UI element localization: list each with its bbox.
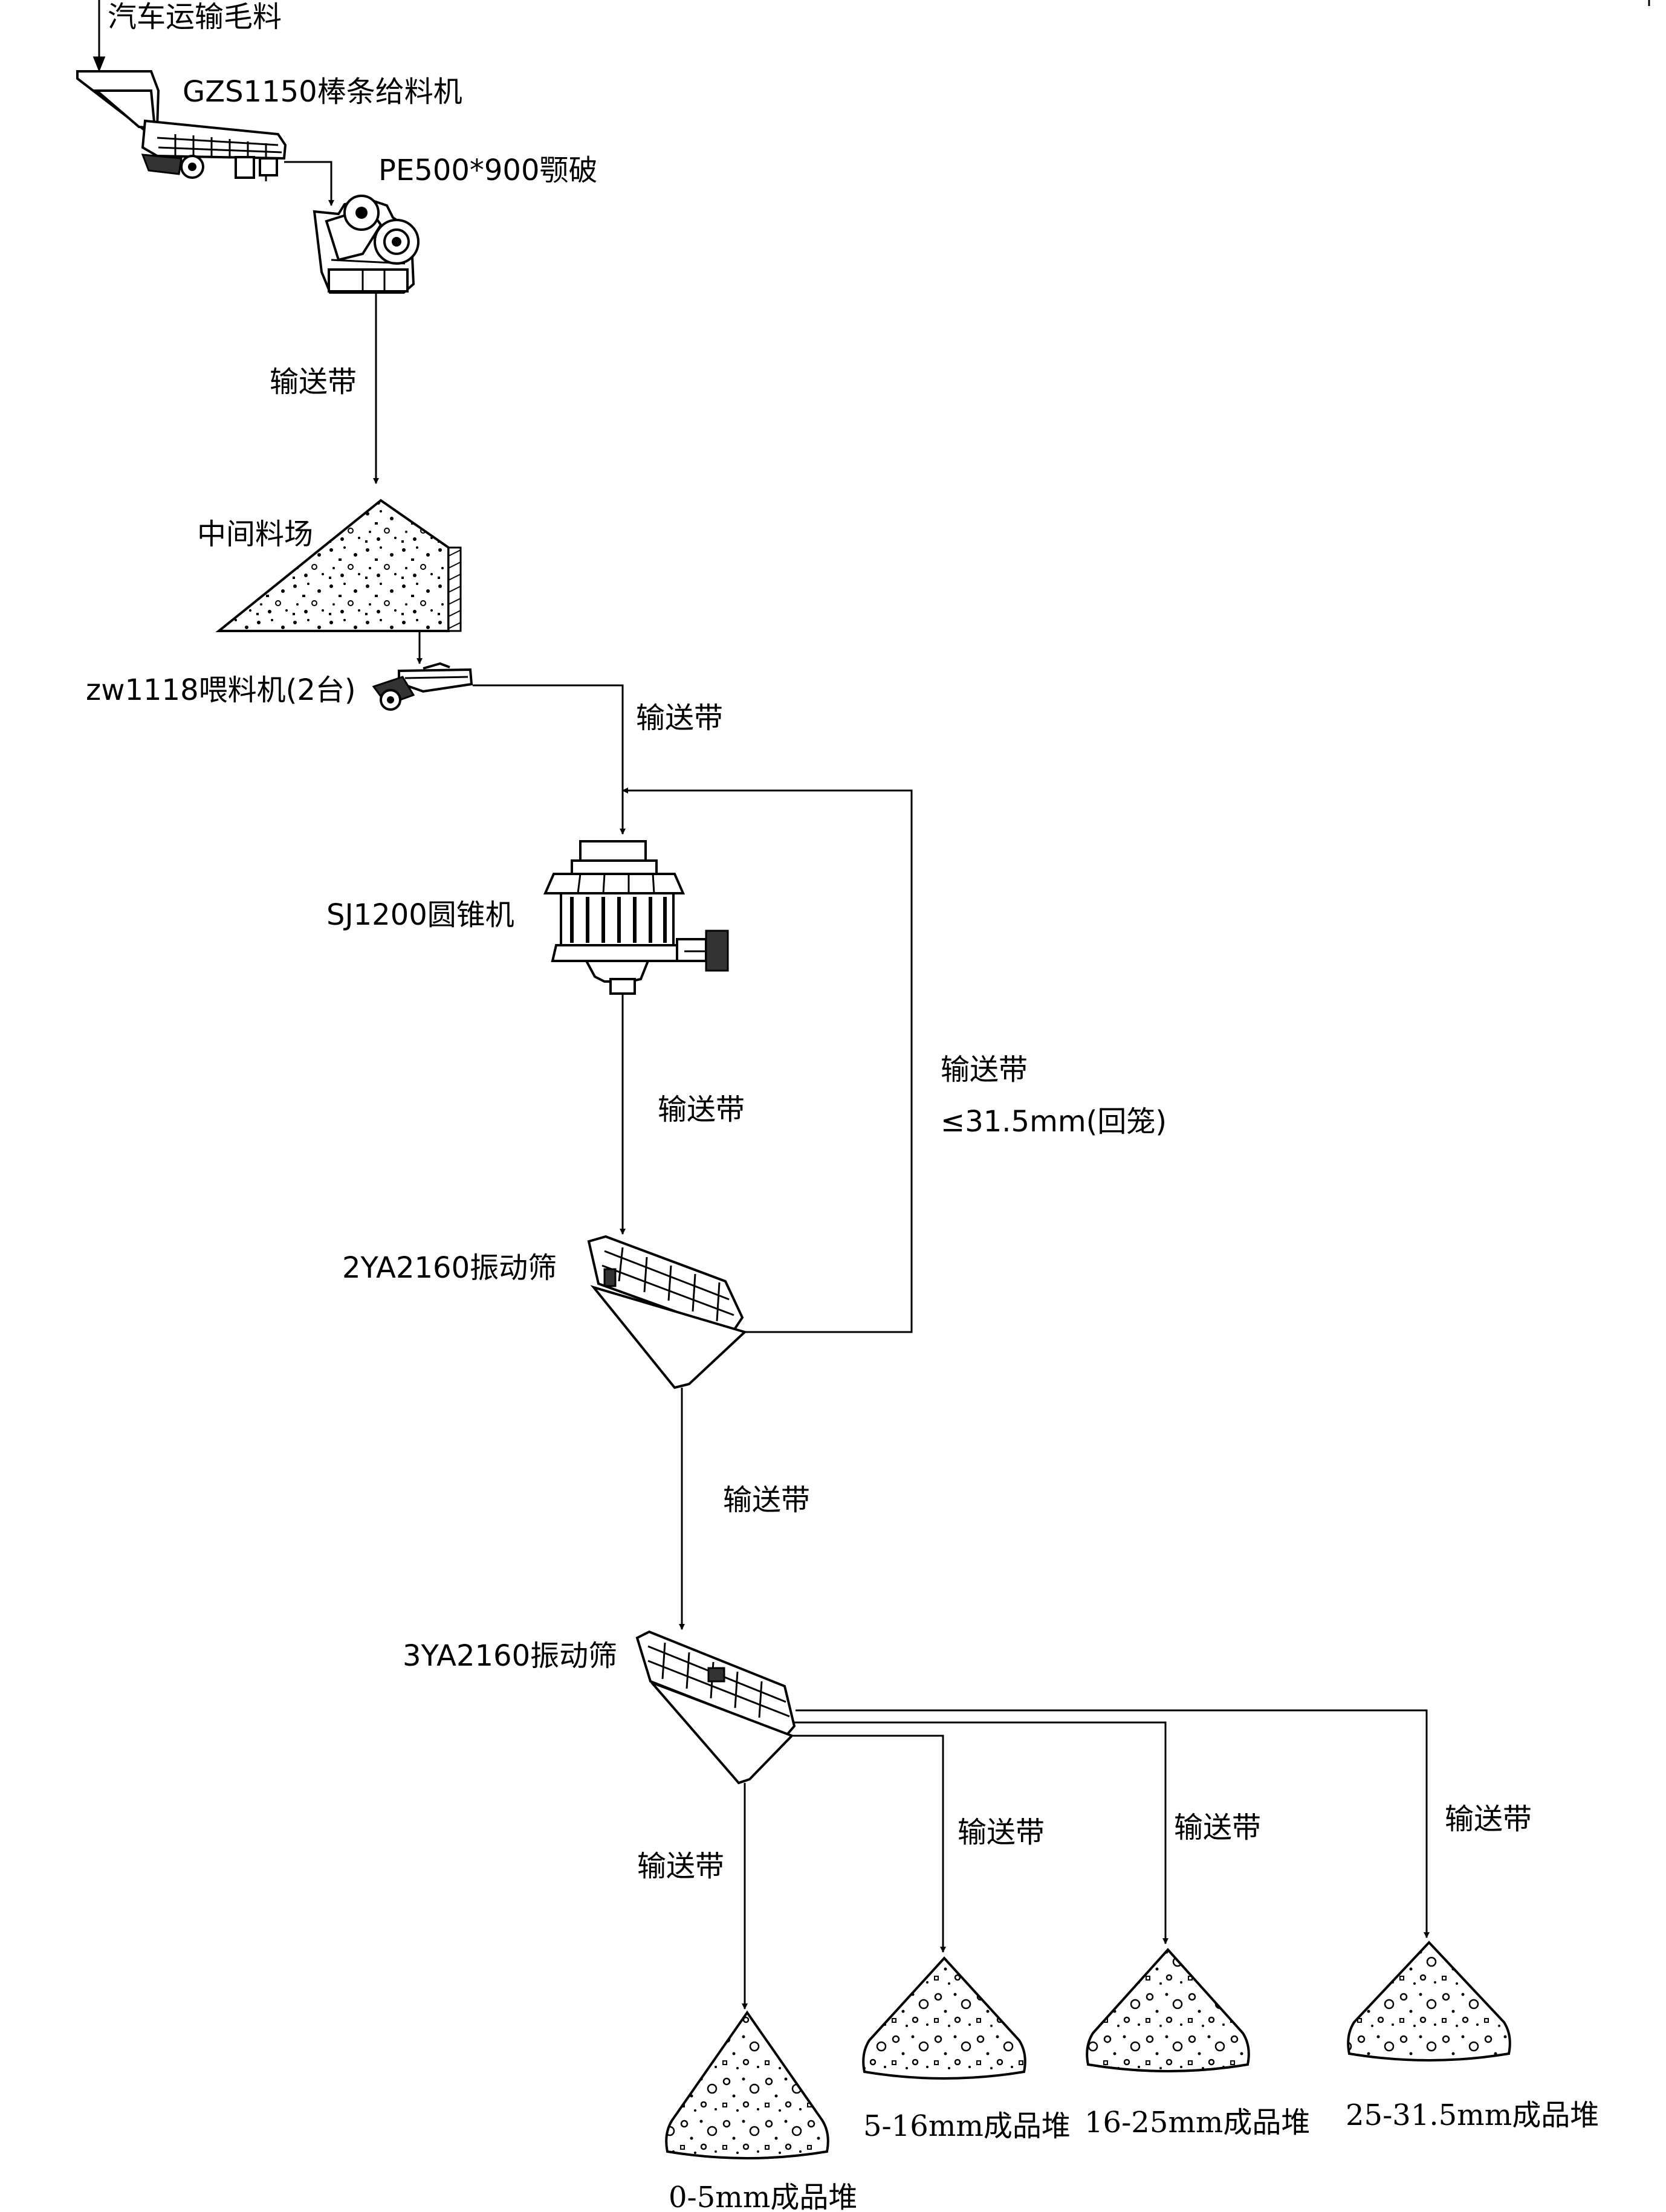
- bar-feeder: GZS1150棒条给料机: [76, 70, 462, 181]
- conveyor-a-label: 输送带: [637, 1849, 724, 1883]
- screen-2ya-label: 2YA2160振动筛: [342, 1251, 557, 1285]
- screen-3ya-label: 3YA2160振动筛: [403, 1639, 617, 1673]
- raw-material-label: 汽车运输毛料: [108, 0, 282, 34]
- screen-2ya: 2YA2160振动筛: [342, 1235, 747, 1389]
- flow-jaw-to-yard: 输送带: [270, 293, 379, 484]
- cone-crusher-label: SJ1200圆锥机: [326, 898, 514, 932]
- conveyor-d-label: 输送带: [1445, 1802, 1532, 1836]
- flow-2ya-to-3ya: 输送带: [679, 1388, 810, 1630]
- conveyor-1-label: 输送带: [270, 365, 357, 399]
- pile-25-31-5: 25-31.5mm成品堆: [1346, 1941, 1599, 2132]
- flow-to-pile-a: 输送带: [637, 1783, 748, 2010]
- conveyor-3-label: 输送带: [658, 1093, 745, 1127]
- jaw-crusher-label: PE500*900颚破: [378, 154, 598, 187]
- raw-material-input: 汽车运输毛料: [92, 0, 282, 73]
- conveyor-b-label: 输送带: [958, 1816, 1045, 1849]
- flow-to-pile-d: 输送带: [796, 1709, 1532, 1938]
- conveyor-4-label: 输送带: [723, 1483, 810, 1517]
- pile-c-label: 16-25mm成品堆: [1084, 2106, 1310, 2139]
- vibrating-feeder-label: zw1118喂料机(2台): [86, 673, 356, 707]
- pile-b-label: 5-16mm成品堆: [863, 2109, 1071, 2143]
- conveyor-2-label: 输送带: [636, 701, 723, 735]
- flow-cone-to-screen-2ya: 输送带: [620, 994, 745, 1235]
- pile-0-5: 0-5mm成品堆: [665, 2010, 857, 2212]
- flow-feeder-to-jaw: [284, 161, 334, 206]
- pile-a-label: 0-5mm成品堆: [669, 2181, 857, 2212]
- flow-to-pile-b: 输送带: [793, 1735, 1045, 1953]
- flow-to-pile-c: 输送带: [794, 1721, 1261, 1944]
- pile-16-25: 16-25mm成品堆: [1084, 1948, 1310, 2139]
- cone-crusher: SJ1200圆锥机: [326, 840, 729, 995]
- vibrating-feeder: zw1118喂料机(2台): [86, 662, 473, 711]
- jaw-crusher: PE500*900颚破: [313, 154, 598, 294]
- return-conveyor-label: 输送带: [941, 1053, 1028, 1087]
- yard-label: 中间料场: [197, 517, 313, 551]
- conveyor-c-label: 输送带: [1174, 1811, 1261, 1845]
- flow-feeder-to-cone: 输送带: [473, 684, 723, 835]
- pile-5-16: 5-16mm成品堆: [862, 1956, 1071, 2143]
- screen-3ya: 3YA2160振动筛: [403, 1630, 796, 1785]
- return-spec-label: ≤31.5mm(回笼): [941, 1105, 1167, 1139]
- bar-feeder-label: GZS1150棒条给料机: [183, 75, 462, 109]
- pile-d-label: 25-31.5mm成品堆: [1346, 2098, 1599, 2132]
- return-loop: 输送带 ≤31.5mm(回笼): [622, 787, 1167, 1333]
- intermediate-stockpile: 中间料场: [197, 499, 462, 632]
